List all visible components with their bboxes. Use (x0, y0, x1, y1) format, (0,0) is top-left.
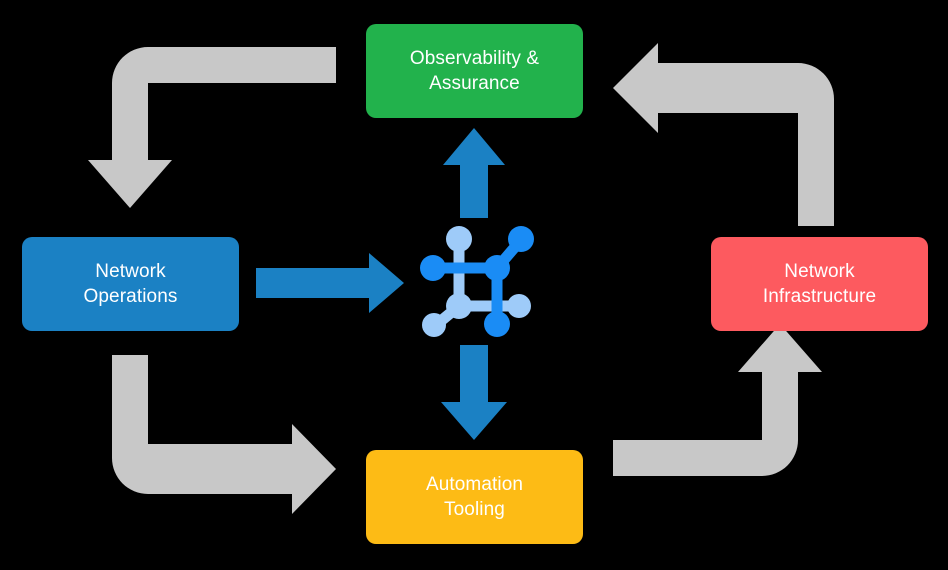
node-automation-tooling[interactable]: Automation Tooling (366, 450, 583, 544)
node-network-operations-label: Network Operations (83, 260, 178, 307)
node-network-infrastructure[interactable]: Network Infrastructure (711, 237, 928, 331)
network-topology-icon (420, 226, 534, 337)
connector-operations-to-center (256, 253, 404, 313)
connector-automation-to-infrastructure (613, 324, 822, 476)
connector-operations-to-automation (112, 355, 336, 514)
node-network-infrastructure-label: Network Infrastructure (762, 260, 877, 307)
connector-observability-to-operations (88, 47, 336, 208)
node-observability-assurance[interactable]: Observability & Assurance (366, 24, 583, 118)
connector-center-to-observability (443, 128, 505, 218)
node-observability-assurance-label: Observability & Assurance (409, 47, 540, 94)
connector-infrastructure-to-observability (613, 43, 834, 226)
connector-center-to-automation (441, 345, 507, 440)
node-network-operations[interactable]: Network Operations (22, 237, 239, 331)
node-automation-tooling-label: Automation Tooling (425, 473, 524, 520)
